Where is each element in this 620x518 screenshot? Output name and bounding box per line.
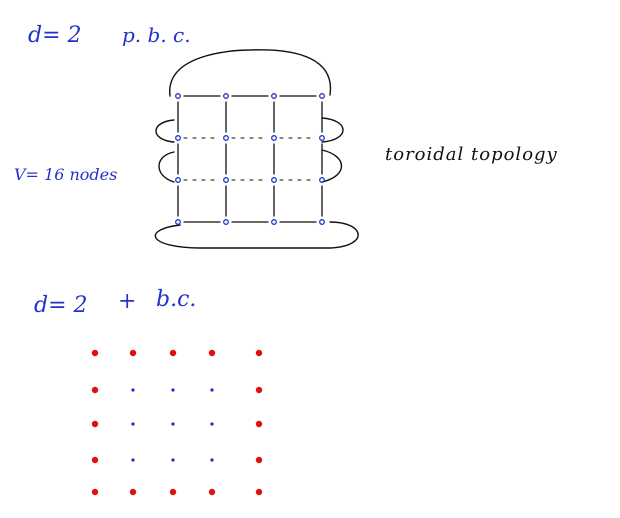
bottom-dimension-label: d= 2 [34, 293, 88, 318]
boundary-dot [255, 386, 263, 394]
torus-grid [175, 93, 325, 225]
boundary-dot [255, 420, 263, 428]
torus-node [319, 219, 325, 225]
nodes-count-label: V= 16 nodes [14, 165, 117, 184]
top-boundary-label: p. b. c. [122, 23, 191, 47]
torus-node [175, 135, 181, 141]
torus-node [223, 219, 229, 225]
interior-dot [210, 458, 214, 462]
torus-node [319, 135, 325, 141]
bottom-wrap-loop [154, 221, 359, 249]
top-arch-loop [169, 49, 332, 97]
torus-node [271, 177, 277, 183]
torus-wraparound-loops [154, 49, 359, 249]
torus-node [271, 219, 277, 225]
boundary-dot [255, 349, 263, 357]
dot-lattice [91, 349, 263, 496]
torus-node [175, 93, 181, 99]
interior-dot [171, 458, 175, 462]
boundary-dot [169, 488, 177, 496]
boundary-dot [91, 349, 99, 357]
right-loop-2 [321, 149, 342, 183]
boundary-dot [91, 488, 99, 496]
boundary-dot [91, 456, 99, 464]
torus-node [223, 135, 229, 141]
toroidal-topology-label: toroidal topology [385, 144, 558, 165]
boundary-dot [129, 488, 137, 496]
torus-node [175, 219, 181, 225]
torus-node [319, 93, 325, 99]
interior-dot [131, 458, 135, 462]
boundary-dot [91, 420, 99, 428]
interior-dot [171, 388, 175, 392]
torus-node [271, 135, 277, 141]
interior-dot [131, 422, 135, 426]
interior-dot [171, 422, 175, 426]
interior-dot [131, 388, 135, 392]
torus-node [271, 93, 277, 99]
boundary-dot [255, 456, 263, 464]
left-loop-2 [158, 151, 175, 183]
boundary-dot [208, 349, 216, 357]
boundary-dot [208, 488, 216, 496]
boundary-dot [169, 349, 177, 357]
top-dimension-label: d= 2 [28, 23, 82, 48]
boundary-dot [91, 386, 99, 394]
interior-dot [210, 422, 214, 426]
left-loop-1 [155, 119, 175, 143]
bottom-boundary-label: b.c. [156, 287, 196, 312]
torus-node [175, 177, 181, 183]
torus-node [223, 177, 229, 183]
interior-dot [210, 388, 214, 392]
boundary-dot [255, 488, 263, 496]
torus-node [319, 177, 325, 183]
bottom-plus-sign: + [118, 289, 136, 314]
right-loop-1 [321, 117, 344, 143]
torus-node [223, 93, 229, 99]
boundary-dot [129, 349, 137, 357]
